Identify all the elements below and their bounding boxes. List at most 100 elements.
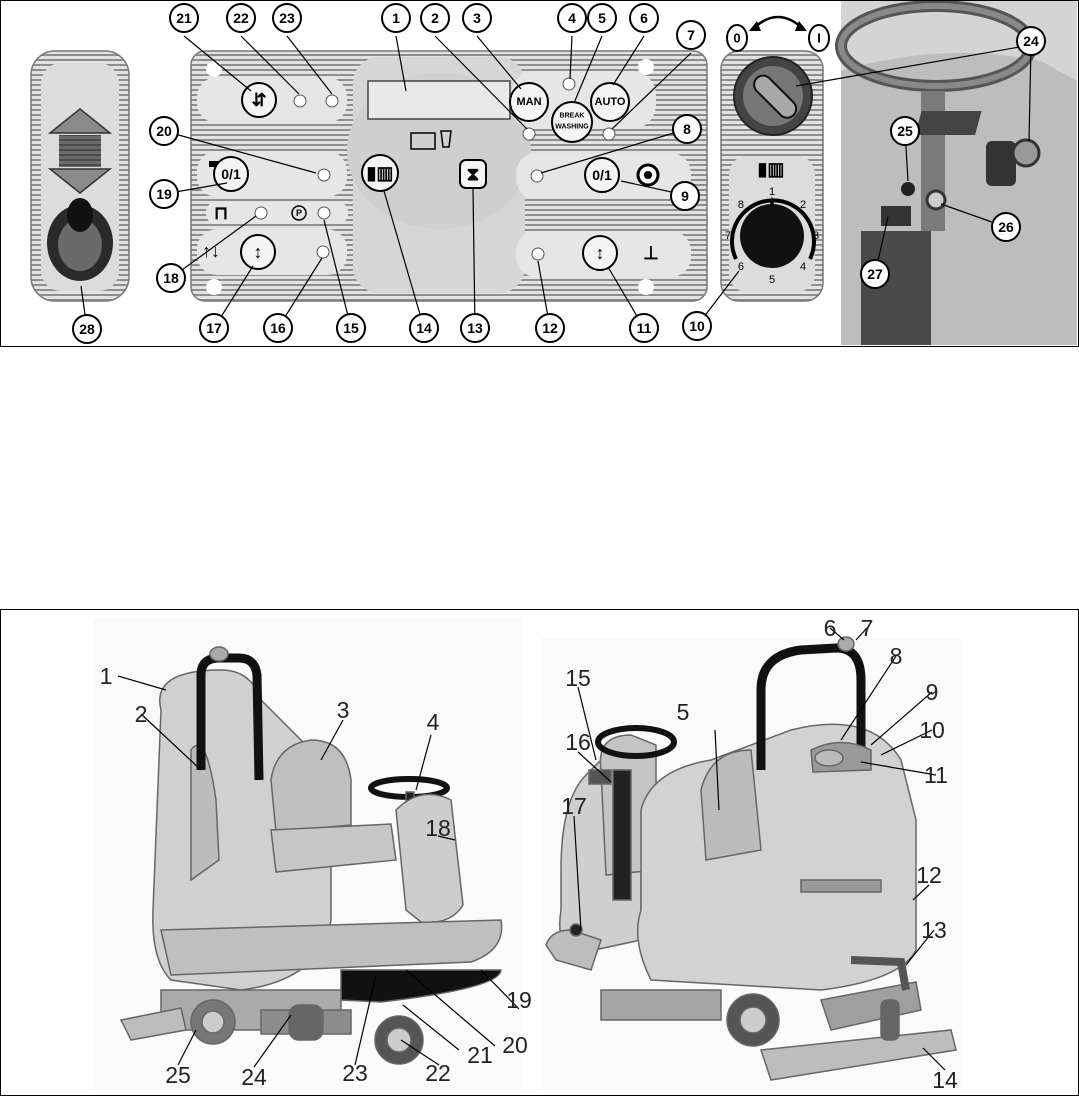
callout-label: 17 <box>206 320 222 336</box>
parking-label: P <box>296 208 302 218</box>
callout-20: 20 <box>149 116 179 146</box>
break-washing-button[interactable] <box>551 101 593 143</box>
squeegee-icon: ⊥ <box>643 243 659 263</box>
callout-3: 3 <box>462 3 492 33</box>
machine-callout-label: 1 <box>100 663 113 689</box>
vacuum-on-off-button[interactable] <box>213 156 249 192</box>
main-panel: ⇵ 0/1 ⊓ P ↑↓ ↕ ▮▥ ⧗ MAN BREAK WASHING <box>190 50 708 302</box>
brush-deck-up-down-button[interactable] <box>240 234 276 270</box>
machine-callout-label: 12 <box>916 862 942 888</box>
callout-label: 6 <box>640 10 648 26</box>
machine-callout-label: 4 <box>427 709 440 735</box>
speed-button[interactable] <box>241 82 277 118</box>
machine-callout-22: 22 <box>425 1060 451 1086</box>
machine-callout-8: 8 <box>890 643 903 669</box>
machine-callout-2: 2 <box>135 701 148 727</box>
machine-callout-label: 21 <box>467 1042 493 1068</box>
callout-6: 6 <box>629 3 659 33</box>
squeegee-led <box>531 247 545 261</box>
callout-2: 2 <box>420 3 450 33</box>
machine-front-view <box>119 646 503 1065</box>
brush-release-led <box>254 206 268 220</box>
callout-7: 7 <box>676 20 706 50</box>
water-led <box>530 169 544 183</box>
callout-label: 22 <box>233 10 249 26</box>
callout-21: 21 <box>169 3 199 33</box>
hour-meter-button[interactable] <box>459 159 487 189</box>
machine-callout-17: 17 <box>561 793 587 819</box>
auto-button[interactable] <box>590 82 630 122</box>
machine-callout-19: 19 <box>506 987 532 1013</box>
callout-14: 14 <box>409 313 439 343</box>
callout-label: 25 <box>897 123 913 139</box>
callout-23: 23 <box>272 3 302 33</box>
callout-18: 18 <box>156 263 186 293</box>
callout-label: 23 <box>279 10 295 26</box>
man-led <box>522 127 536 141</box>
callout-22: 22 <box>226 3 256 33</box>
callout-13: 13 <box>460 313 490 343</box>
callout-label: 15 <box>343 320 359 336</box>
key-on-label: I <box>817 31 821 46</box>
up-down-arrow-icon: ↕ <box>254 242 263 262</box>
auto-label: AUTO <box>595 96 626 108</box>
callout-label: 16 <box>270 320 286 336</box>
up-down-arrow-icon-right: ↕ <box>596 243 605 263</box>
washing-label: WASHING <box>555 124 589 131</box>
emergency-button[interactable] <box>925 189 947 211</box>
callout-15: 15 <box>336 313 366 343</box>
machine-rear-view <box>545 636 957 1081</box>
callout-1: 1 <box>381 3 411 33</box>
callout-label: 8 <box>683 121 691 137</box>
machine-callout-label: 15 <box>565 665 591 691</box>
callout-11: 11 <box>629 313 659 343</box>
callout-27: 27 <box>860 259 890 289</box>
man-label: MAN <box>516 96 541 108</box>
display-screen <box>367 80 511 120</box>
squeegee-up-down-button[interactable] <box>582 235 618 271</box>
callout-24: 24 <box>1016 26 1046 56</box>
detergent-button[interactable] <box>361 154 399 192</box>
callout-label: 21 <box>176 10 192 26</box>
joystick-panel <box>30 50 130 302</box>
water-on-off-button[interactable] <box>584 157 620 193</box>
machine-callout-label: 16 <box>565 729 591 755</box>
callout-5: 5 <box>587 3 617 33</box>
horn-button[interactable] <box>901 182 915 196</box>
callout-17: 17 <box>199 313 229 343</box>
pedal[interactable] <box>881 206 911 226</box>
machine-callout-10: 10 <box>919 717 945 743</box>
joystick-handle[interactable] <box>67 198 93 232</box>
machine-callout-label: 20 <box>502 1032 528 1058</box>
callout-label: 14 <box>416 320 432 336</box>
callout-26: 26 <box>991 212 1021 242</box>
callout-label: 2 <box>431 10 439 26</box>
callout-label: 27 <box>867 266 883 282</box>
arrow-down-icon <box>47 168 113 194</box>
machine-callout-18: 18 <box>425 815 451 841</box>
battery-icon <box>410 132 436 150</box>
callout-25: 25 <box>890 116 920 146</box>
dial-number-4: 4 <box>800 261 806 273</box>
detergent-dose-dial[interactable] <box>740 204 804 268</box>
machine-callout-label: 9 <box>926 679 939 705</box>
callout-label: 28 <box>79 321 95 337</box>
callout-9: 9 <box>670 181 700 211</box>
break-label: BREAK <box>560 113 585 120</box>
callout-label: 24 <box>1023 33 1039 49</box>
machine-callout-13: 13 <box>921 917 947 943</box>
dial-number-6: 6 <box>738 261 744 273</box>
callout-label: 10 <box>689 318 705 334</box>
tank-icon <box>440 130 452 148</box>
man-button[interactable] <box>509 82 549 122</box>
control-panel-figure: ⇵ 0/1 ⊓ P ↑↓ ↕ ▮▥ ⧗ MAN BREAK WASHING <box>0 0 1079 347</box>
rotate-arrow-icon <box>754 15 802 28</box>
machine-callout-3: 3 <box>337 697 350 723</box>
machine-callout-label: 14 <box>932 1067 958 1093</box>
machine-callout-20: 20 <box>502 1032 528 1058</box>
vacuum-led <box>317 168 331 182</box>
dial-number-7: 7 <box>725 230 731 242</box>
machine-callout-23: 23 <box>342 1060 368 1086</box>
